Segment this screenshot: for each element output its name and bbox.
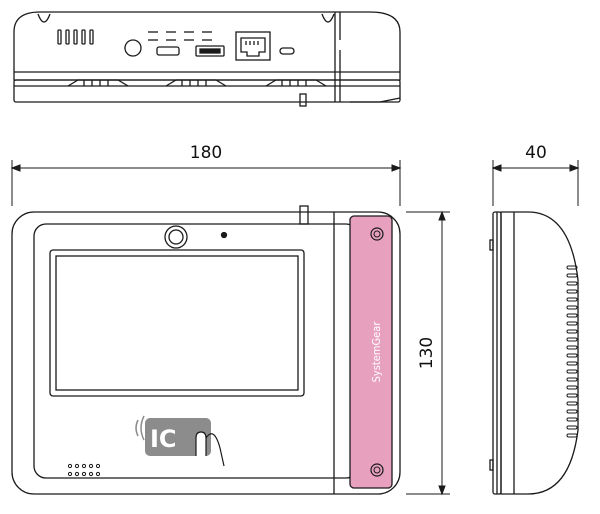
ic-badge-label: IC [150, 425, 177, 453]
power-button [124, 39, 142, 57]
depth-dimension: 40 [525, 143, 547, 163]
ethernet-port-icon [235, 31, 271, 61]
speaker-grille-icon [67, 463, 101, 477]
touch-screen [49, 249, 305, 397]
screw-icon [370, 463, 384, 477]
top-view [13, 11, 401, 107]
brand-panel: SystemGear [349, 215, 393, 489]
side-view [489, 211, 579, 495]
screw-icon [370, 227, 384, 241]
side-vent-icon [566, 265, 578, 438]
usb-port-icon [195, 45, 225, 57]
ic-card-reader-icon: IC [135, 415, 225, 467]
front-view [11, 205, 401, 495]
width-dimension: 180 [190, 143, 222, 163]
top-vent-icon [57, 29, 94, 45]
dimension-lines [10, 160, 580, 496]
usb-c-port-icon [279, 47, 295, 55]
camera-icon [164, 225, 188, 249]
hdmi-port-icon [156, 46, 180, 56]
height-dimension: 130 [417, 337, 437, 369]
brand-label: SystemGear [370, 321, 383, 383]
